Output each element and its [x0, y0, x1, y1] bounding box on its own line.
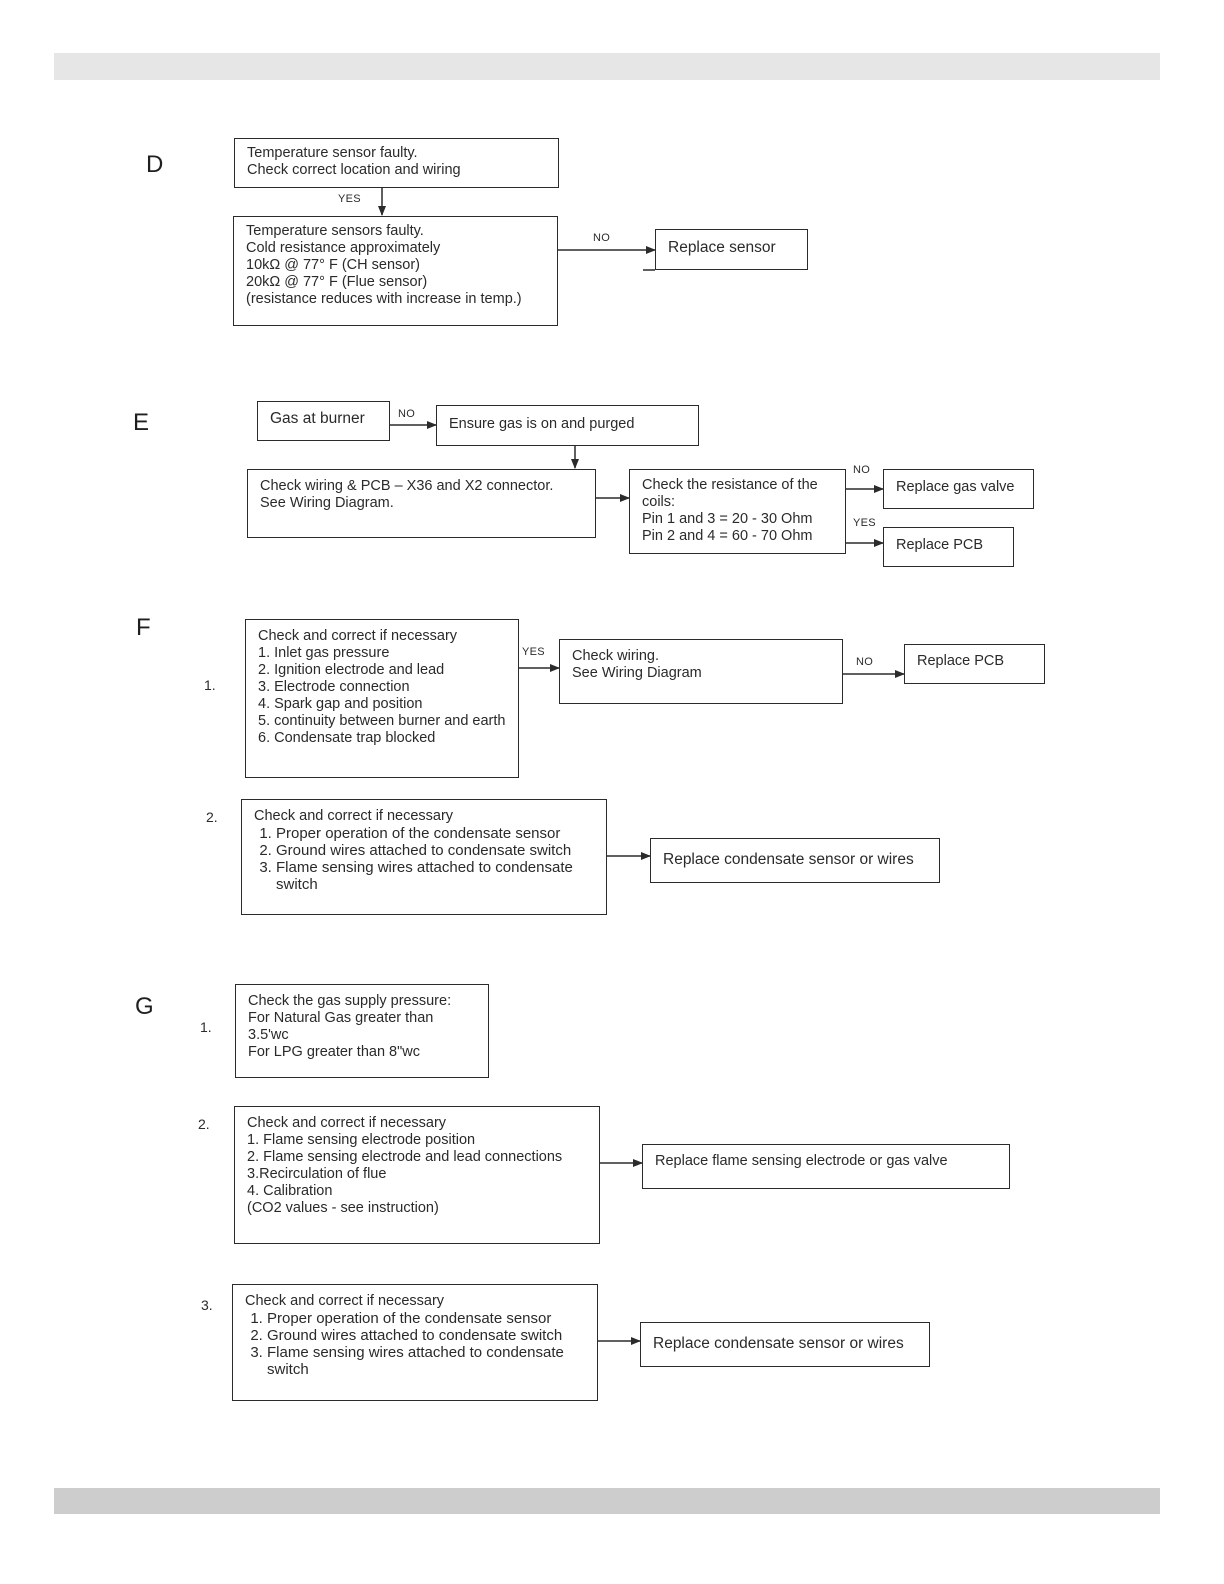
- d-sensor-faulty-box: Temperature sensor faulty. Check correct…: [234, 138, 559, 188]
- e-check-wiring-box: Check wiring & PCB – X36 and X2 connecto…: [247, 469, 596, 538]
- d-no-label: NO: [593, 232, 611, 244]
- g-item1-number: 1.: [200, 1019, 212, 1035]
- g3-replace-condensate-box: Replace condensate sensor or wires: [640, 1322, 930, 1367]
- g3-list: Proper operation of the condensate senso…: [245, 1310, 585, 1378]
- section-g-letter: G: [135, 993, 154, 1020]
- f-item1-number: 1.: [204, 677, 216, 693]
- f2-list-item: Flame sensing wires attached to condensa…: [276, 859, 594, 893]
- f2-list-item: Ground wires attached to condensate swit…: [276, 842, 594, 859]
- f2-heading: Check and correct if necessary: [254, 808, 454, 824]
- g3-list-item: Ground wires attached to condensate swit…: [267, 1327, 585, 1344]
- f-item2-number: 2.: [206, 809, 218, 825]
- f2-replace-condensate-box: Replace condensate sensor or wires: [650, 838, 940, 883]
- f1-no-label: NO: [856, 656, 874, 668]
- section-d-letter: D: [146, 151, 164, 178]
- section-f-letter: F: [136, 614, 151, 641]
- section-e-letter: E: [133, 409, 150, 436]
- e-gas-at-burner-box: Gas at burner: [257, 401, 390, 441]
- g3-heading: Check and correct if necessary: [245, 1293, 445, 1309]
- f2-check-list-box: Check and correct if necessary Proper op…: [241, 799, 607, 915]
- f1-check-wiring-box: Check wiring. See Wiring Diagram: [559, 639, 843, 704]
- e-yes-label: YES: [853, 517, 876, 529]
- d-resistance-box: Temperature sensors faulty. Cold resista…: [233, 216, 558, 326]
- g2-check-list-box: Check and correct if necessary 1. Flame …: [234, 1106, 600, 1244]
- g-item2-number: 2.: [198, 1116, 210, 1132]
- e-ensure-gas-box: Ensure gas is on and purged: [436, 405, 699, 446]
- g3-list-item: Proper operation of the condensate senso…: [267, 1310, 585, 1327]
- e-replace-pcb-box: Replace PCB: [883, 527, 1014, 567]
- g3-list-item: Flame sensing wires attached to condensa…: [267, 1344, 585, 1378]
- g-item3-number: 3.: [201, 1297, 213, 1313]
- e-no2-label: NO: [853, 464, 871, 476]
- g2-replace-flame-box: Replace flame sensing electrode or gas v…: [642, 1144, 1010, 1189]
- e-replace-gas-valve-box: Replace gas valve: [883, 469, 1034, 509]
- d-replace-sensor-box: Replace sensor: [655, 229, 808, 270]
- f2-list-item: Proper operation of the condensate senso…: [276, 825, 594, 842]
- f1-yes-label: YES: [522, 646, 545, 658]
- g1-gas-supply-box: Check the gas supply pressure: For Natur…: [235, 984, 489, 1078]
- f1-replace-pcb-box: Replace PCB: [904, 644, 1045, 684]
- e-no-label: NO: [398, 408, 416, 420]
- e-coil-resistance-box: Check the resistance of the coils: Pin 1…: [629, 469, 846, 554]
- d-yes-label: YES: [338, 193, 361, 205]
- g3-check-list-box: Check and correct if necessary Proper op…: [232, 1284, 598, 1401]
- footer-bar: [54, 1488, 1160, 1514]
- header-bar: [54, 53, 1160, 80]
- f1-check-list-box: Check and correct if necessary 1. Inlet …: [245, 619, 519, 778]
- f2-list: Proper operation of the condensate senso…: [254, 825, 594, 893]
